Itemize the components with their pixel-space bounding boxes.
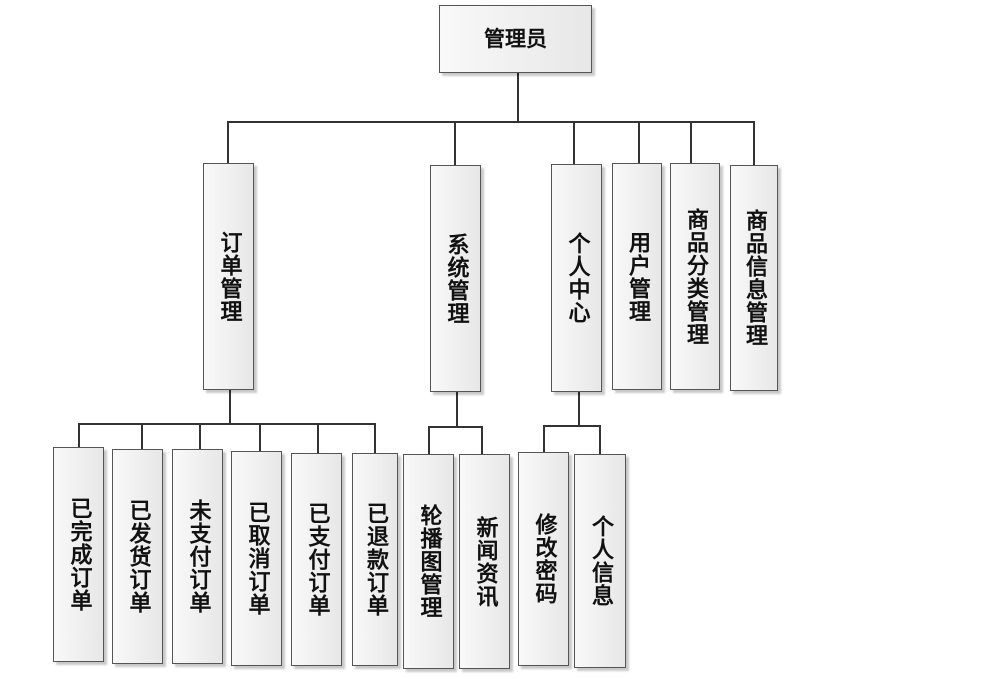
node-label: 新闻资讯 (472, 515, 498, 608)
node-label: 已完成订单 (66, 497, 92, 612)
node-label: 修改密码 (531, 513, 557, 605)
connector (227, 121, 229, 163)
node-label: 未支付订单 (185, 499, 211, 614)
node-order-management: 订单管理 (203, 163, 254, 390)
node-completed-orders: 已完成订单 (53, 447, 104, 662)
node-product-info-management: 商品信息管理 (730, 165, 778, 391)
node-label: 管理员 (484, 27, 547, 51)
node-product-category-management: 商品分类管理 (670, 163, 720, 390)
connector (199, 423, 201, 449)
node-label: 商品分类管理 (683, 207, 708, 346)
connector (141, 423, 143, 449)
connector (456, 391, 458, 427)
connector (599, 425, 601, 454)
node-label: 用户管理 (625, 230, 650, 323)
node-news: 新闻资讯 (459, 454, 510, 669)
root-node-admin: 管理员 (439, 5, 592, 73)
connector (690, 121, 692, 163)
node-label: 商品信息管理 (742, 209, 767, 347)
connector (374, 423, 376, 453)
node-label: 已取消订单 (244, 501, 270, 616)
node-label: 订单管理 (216, 230, 242, 323)
connector (578, 391, 580, 426)
connector (78, 423, 376, 425)
connector (454, 121, 456, 165)
node-refunded-orders: 已退款订单 (352, 453, 398, 666)
connector (78, 423, 80, 447)
node-label: 已发货订单 (125, 499, 151, 614)
node-carousel-management: 轮播图管理 (403, 454, 454, 669)
node-label: 已支付订单 (304, 502, 330, 617)
connector (428, 426, 430, 454)
node-label: 个人中心 (564, 232, 590, 324)
connector (317, 423, 319, 453)
node-shipped-orders: 已发货订单 (112, 449, 163, 664)
connector (638, 121, 640, 163)
node-label: 轮播图管理 (416, 504, 442, 619)
connector (517, 72, 519, 122)
connector (481, 426, 483, 454)
connector (428, 426, 483, 428)
node-unpaid-orders: 未支付订单 (172, 449, 223, 664)
node-change-password: 修改密码 (518, 452, 569, 666)
connector (259, 423, 261, 451)
node-cancelled-orders: 已取消订单 (231, 451, 282, 666)
connector (573, 121, 575, 164)
node-label: 个人信息 (588, 515, 613, 607)
node-paid-orders: 已支付订单 (291, 453, 342, 666)
node-personal-center: 个人中心 (551, 164, 602, 392)
node-user-management: 用户管理 (612, 163, 662, 390)
connector (229, 389, 231, 424)
connector (543, 425, 601, 427)
node-label: 系统管理 (443, 232, 469, 325)
node-system-management: 系统管理 (430, 165, 481, 392)
connector (753, 121, 755, 165)
connector (227, 121, 754, 123)
connector (543, 425, 545, 452)
node-personal-info: 个人信息 (574, 454, 626, 668)
node-label: 已退款订单 (363, 502, 388, 617)
